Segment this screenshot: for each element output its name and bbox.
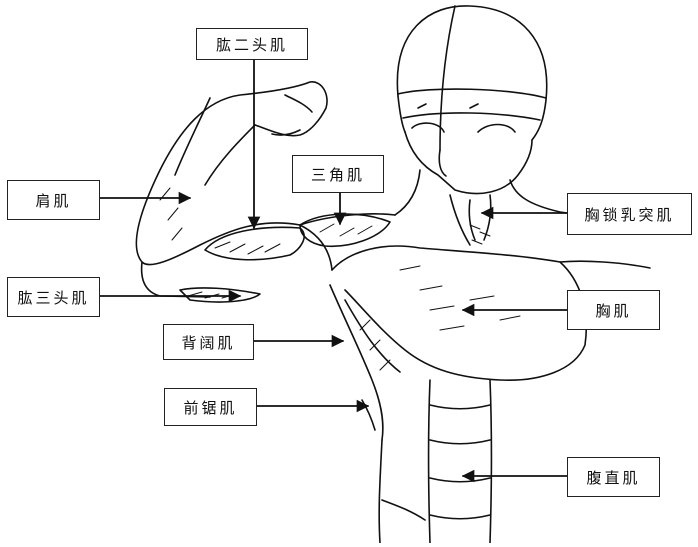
upper-arm-muscles [180, 214, 390, 302]
label-sternocleidomastoid: 胸锁乳突肌 [567, 193, 692, 235]
label-latissimus: 背阔肌 [163, 324, 254, 360]
label-deltoid: 三角肌 [292, 155, 384, 193]
label-pectoral: 胸肌 [567, 290, 660, 330]
label-rectus-abdominis: 腹直肌 [567, 457, 660, 497]
label-serratus: 前锯肌 [164, 388, 257, 426]
label-triceps: 肱三头肌 [7, 277, 100, 317]
rectus-abdominis [382, 380, 492, 543]
head [397, 6, 546, 194]
label-forearm: 肩肌 [7, 180, 100, 220]
label-biceps: 肱二头肌 [196, 28, 308, 60]
